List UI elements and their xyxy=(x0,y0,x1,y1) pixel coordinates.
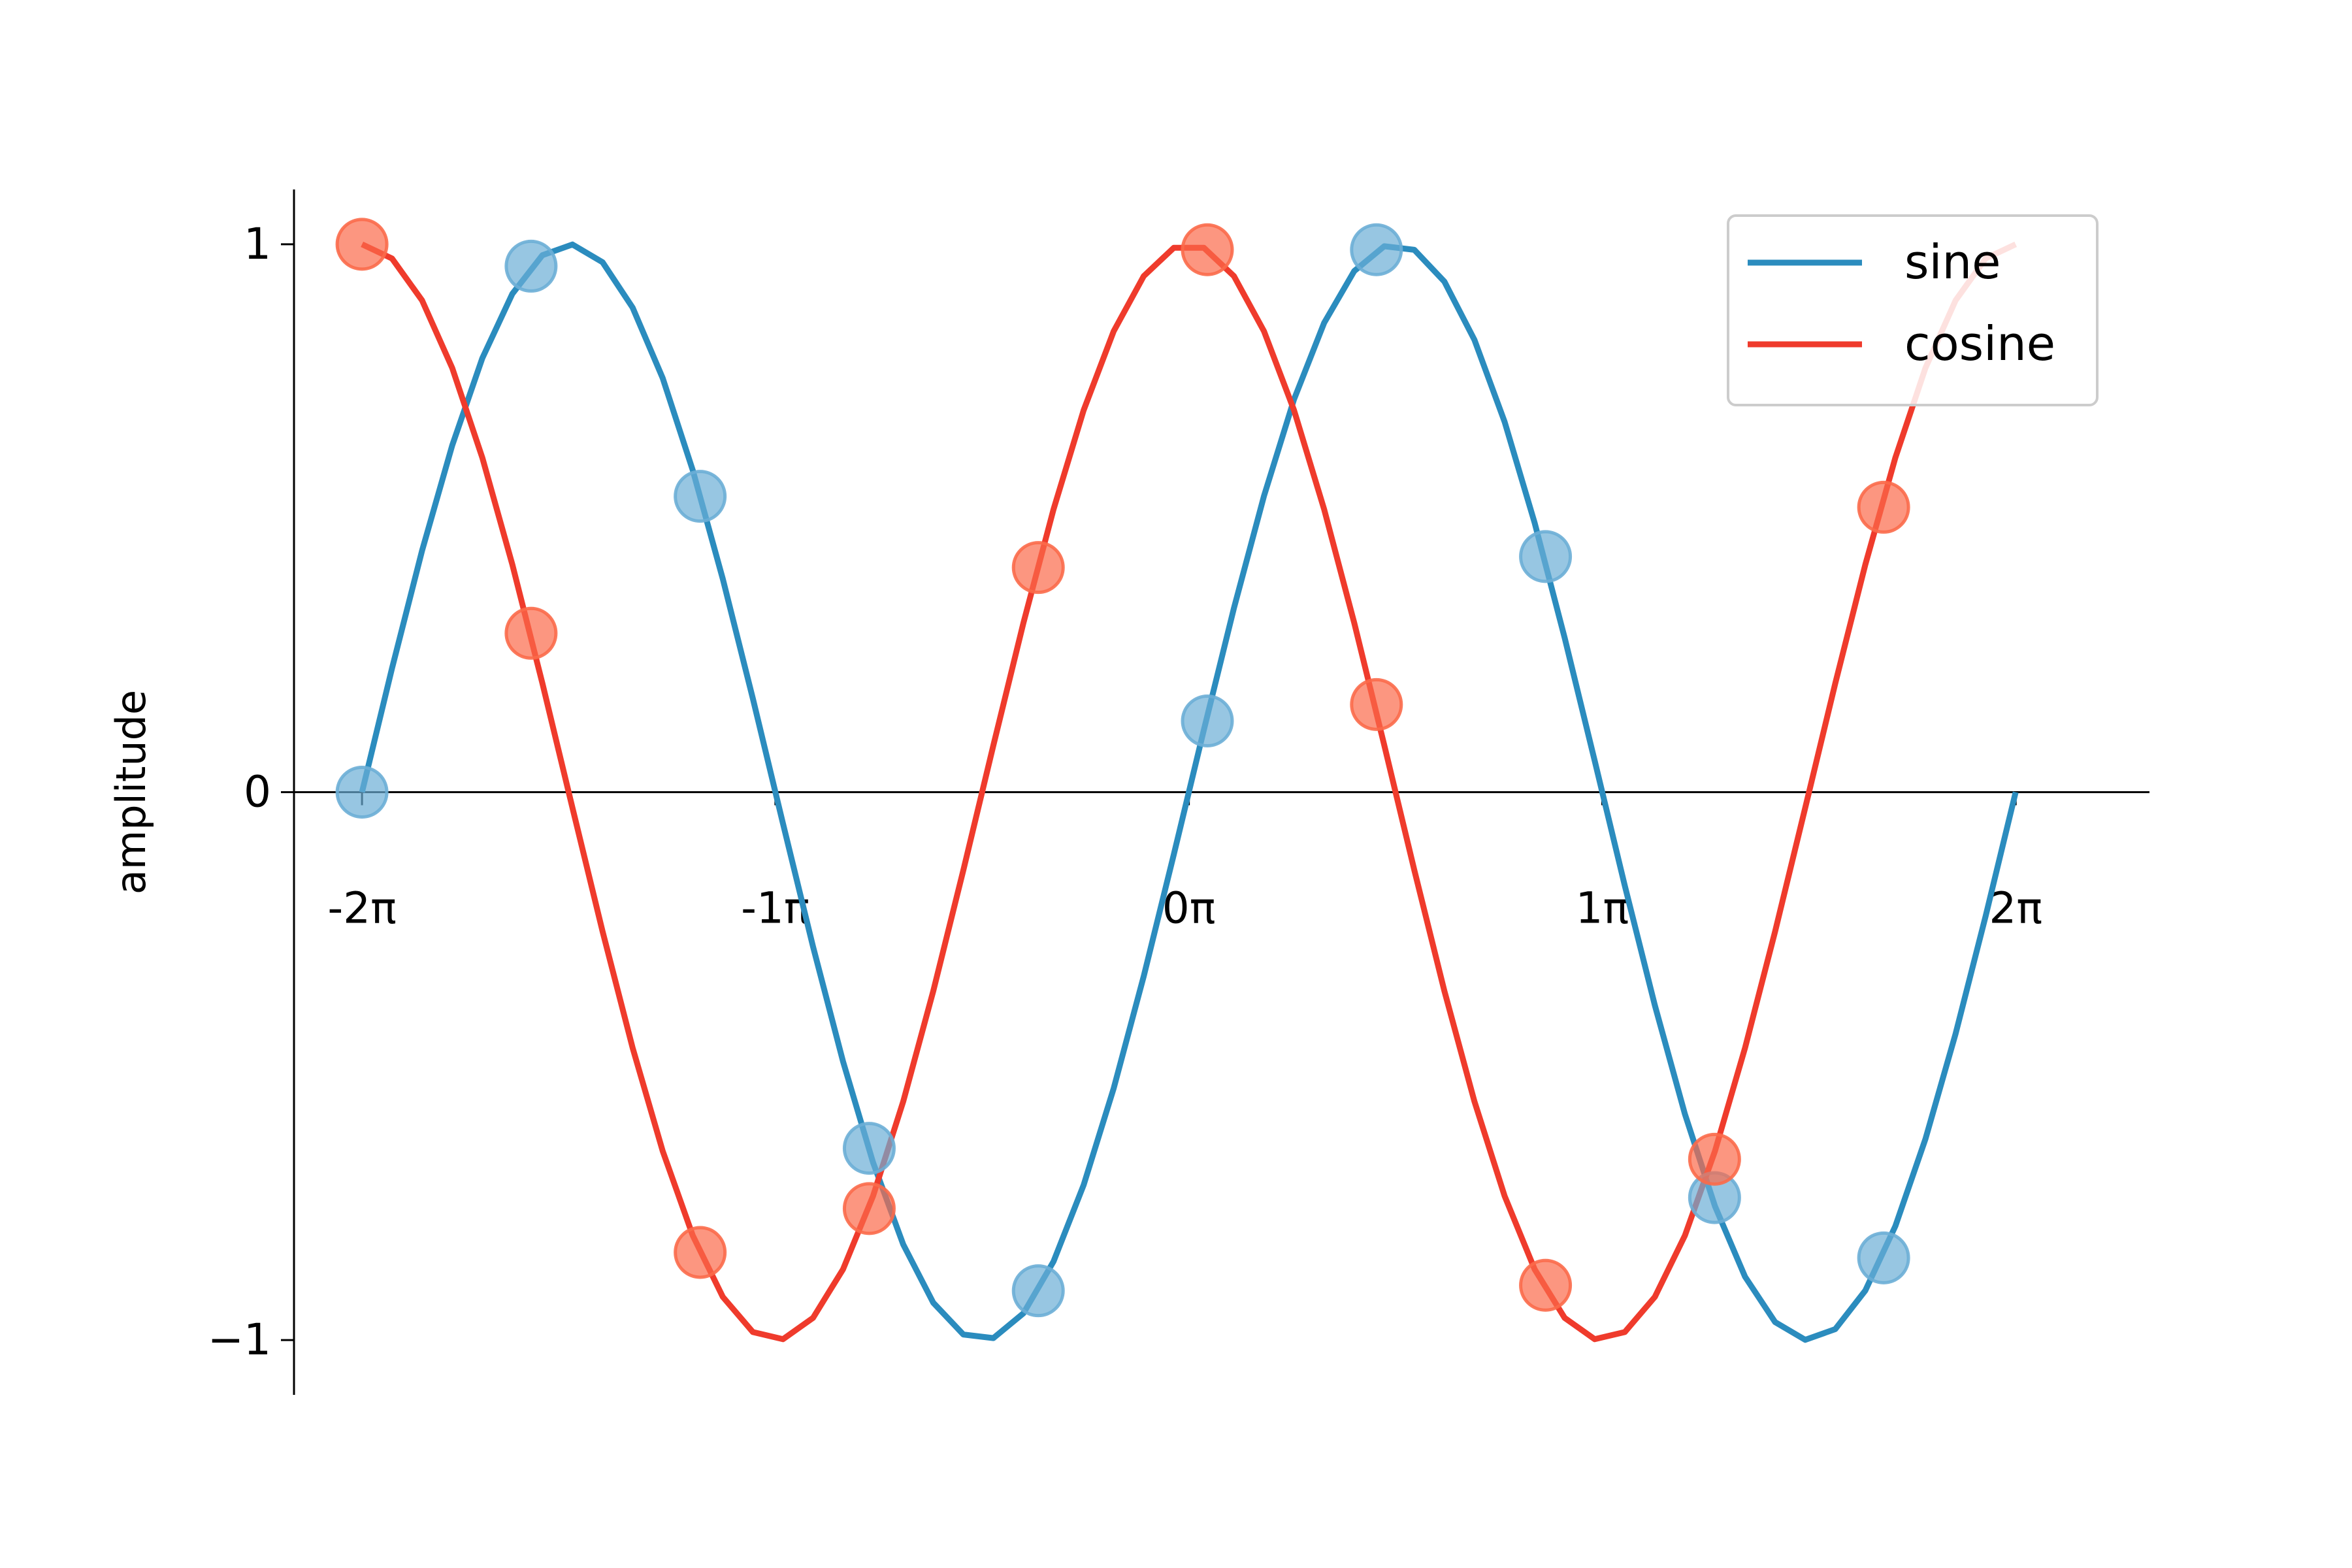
cosine-marker xyxy=(674,1226,727,1279)
sine-marker xyxy=(842,1122,896,1175)
cosine-marker xyxy=(1350,678,1403,731)
sine-marker xyxy=(674,470,727,523)
cosine-marker xyxy=(1857,480,1910,534)
legend-label-cosine: cosine xyxy=(1904,316,2055,371)
legend: sine cosine xyxy=(1727,214,2099,406)
sine-marker xyxy=(335,766,389,819)
x-tick-label: -2π xyxy=(327,883,397,934)
sine-marker xyxy=(1857,1231,1910,1284)
cosine-marker xyxy=(1519,1258,1573,1312)
y-tick-label: 1 xyxy=(244,219,271,269)
sine-marker xyxy=(504,239,558,293)
y-tick-label: −1 xyxy=(208,1315,271,1365)
scatter-points xyxy=(335,218,1910,1318)
y-tick-label: 0 xyxy=(244,767,271,817)
x-tick-label: 0π xyxy=(1162,883,1216,934)
sine-marker xyxy=(1181,694,1234,747)
cosine-marker xyxy=(842,1182,896,1235)
cosine-marker xyxy=(1181,223,1234,276)
legend-entries: sine cosine xyxy=(1748,235,2055,371)
sine-marker xyxy=(1519,530,1573,583)
cosine-marker xyxy=(335,218,389,271)
sine-line xyxy=(359,241,2019,1343)
y-axis-label: amplitude xyxy=(107,690,155,894)
x-tick-label: 1π xyxy=(1576,883,1629,934)
legend-label-sine: sine xyxy=(1904,235,2001,289)
cosine-marker xyxy=(1011,541,1065,595)
cosine-marker xyxy=(1688,1132,1741,1186)
x-tick-label: 2π xyxy=(1989,883,2042,934)
sine-marker xyxy=(1011,1264,1065,1318)
cosine-marker xyxy=(504,606,558,660)
y-ticks: −1 0 1 xyxy=(208,219,294,1365)
sine-marker xyxy=(1350,223,1403,276)
